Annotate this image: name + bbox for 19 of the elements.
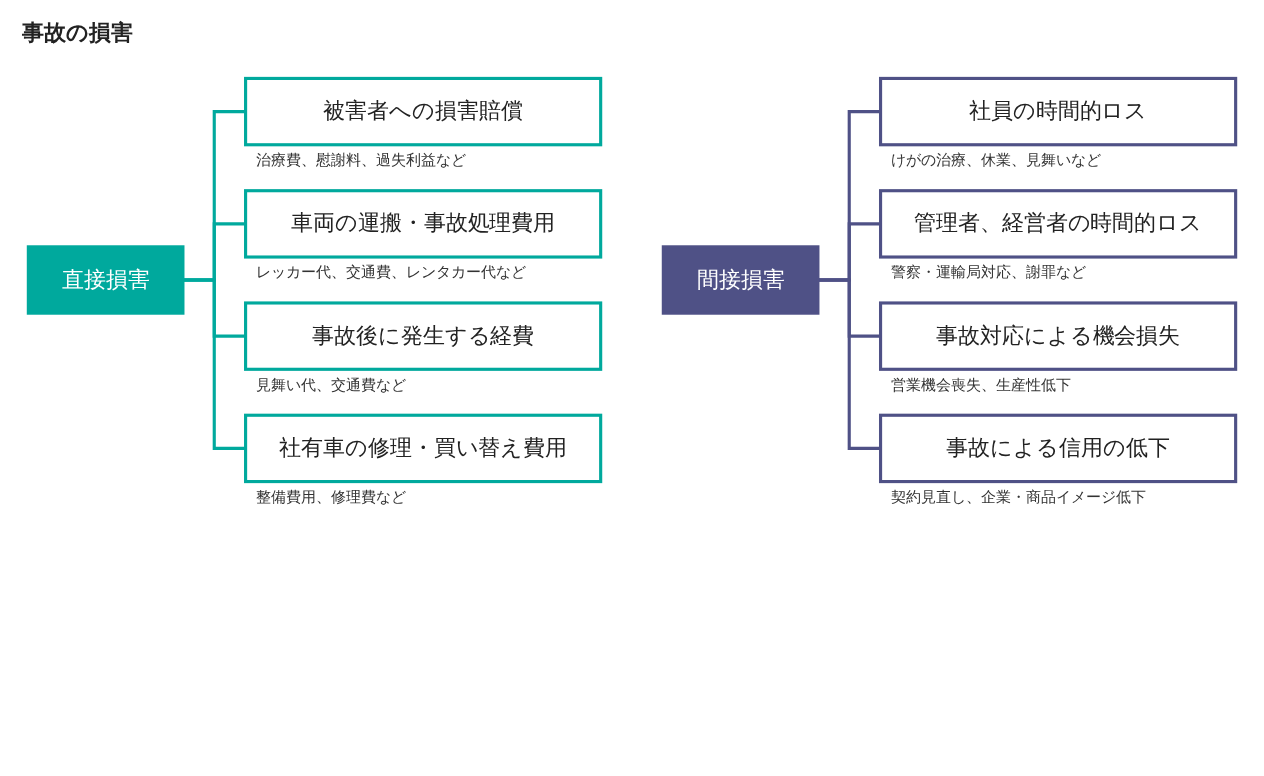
- item-note: 営業機会喪失、生産性低下: [891, 375, 1071, 394]
- item-box: 社員の時間的ロス: [879, 76, 1238, 147]
- item-note: けがの治療、休業、見舞いなど: [891, 151, 1101, 169]
- item-box: 被害者への損害賠償: [244, 76, 603, 147]
- item-note: レッカー代、交通費、レンタカー代など: [256, 263, 526, 281]
- category-box: 間接損害: [661, 245, 820, 315]
- item-box: 事故後に発生する経費: [244, 301, 603, 371]
- item-note: 見舞い代、交通費など: [256, 375, 406, 394]
- item-note: 契約見直し、企業・商品イメージ低下: [891, 487, 1146, 506]
- diagram-title: 事故の損害: [22, 19, 133, 47]
- item-note: 治療費、慰謝料、過失利益など: [256, 151, 466, 169]
- category-box: 直接損害: [26, 245, 185, 315]
- item-box: 車両の運搬・事故処理費用: [244, 189, 603, 259]
- item-box: 事故による信用の低下: [879, 413, 1238, 484]
- item-note: 整備費用、修理費など: [256, 487, 406, 506]
- item-box: 社有車の修理・買い替え費用: [244, 413, 603, 484]
- item-box: 管理者、経営者の時間的ロス: [879, 189, 1238, 259]
- item-box: 事故対応による機会損失: [879, 301, 1238, 371]
- item-note: 警察・運輸局対応、謝罪など: [891, 263, 1086, 281]
